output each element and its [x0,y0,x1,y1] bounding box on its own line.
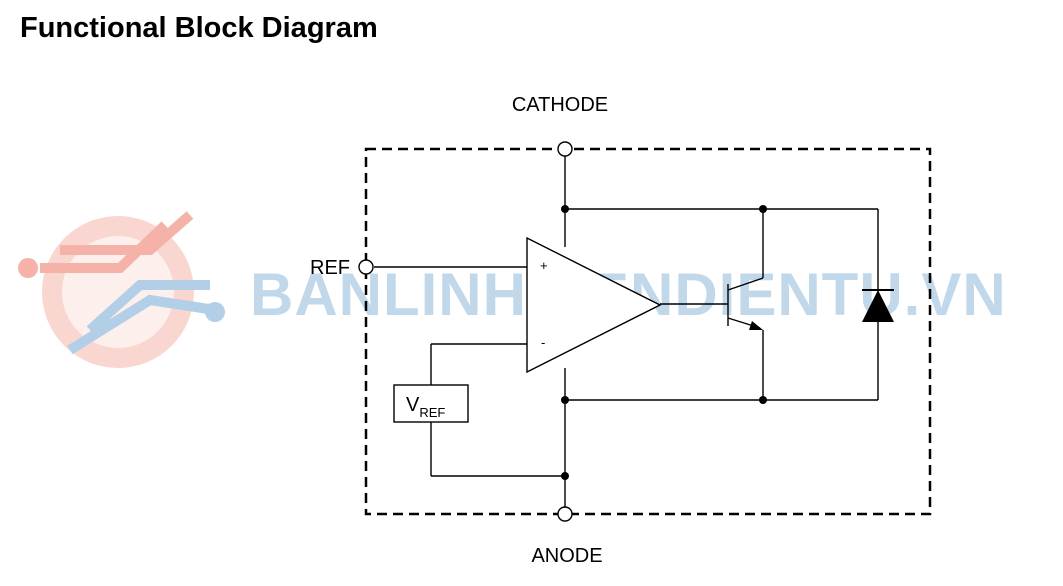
anode-pin [557,506,573,522]
opamp-symbol [526,236,662,374]
opamp-minus-sign: - [541,335,545,350]
vref-label: VREF [406,394,445,420]
ref-pin [358,259,374,275]
vref-box [393,384,469,423]
wires [374,156,879,507]
watermark-logo [18,211,225,368]
cathode-pin [557,141,573,157]
emitter-arrow [749,321,763,330]
package-outline [364,147,932,516]
ref-label: REF [310,257,350,279]
junction-dots [561,205,767,480]
cathode-label: CATHODE [512,94,608,116]
anode-label: ANODE [531,545,602,567]
page-title: Functional Block Diagram [20,12,378,44]
zener-diode-icon [862,289,894,322]
opamp-plus-sign: + [540,258,548,273]
